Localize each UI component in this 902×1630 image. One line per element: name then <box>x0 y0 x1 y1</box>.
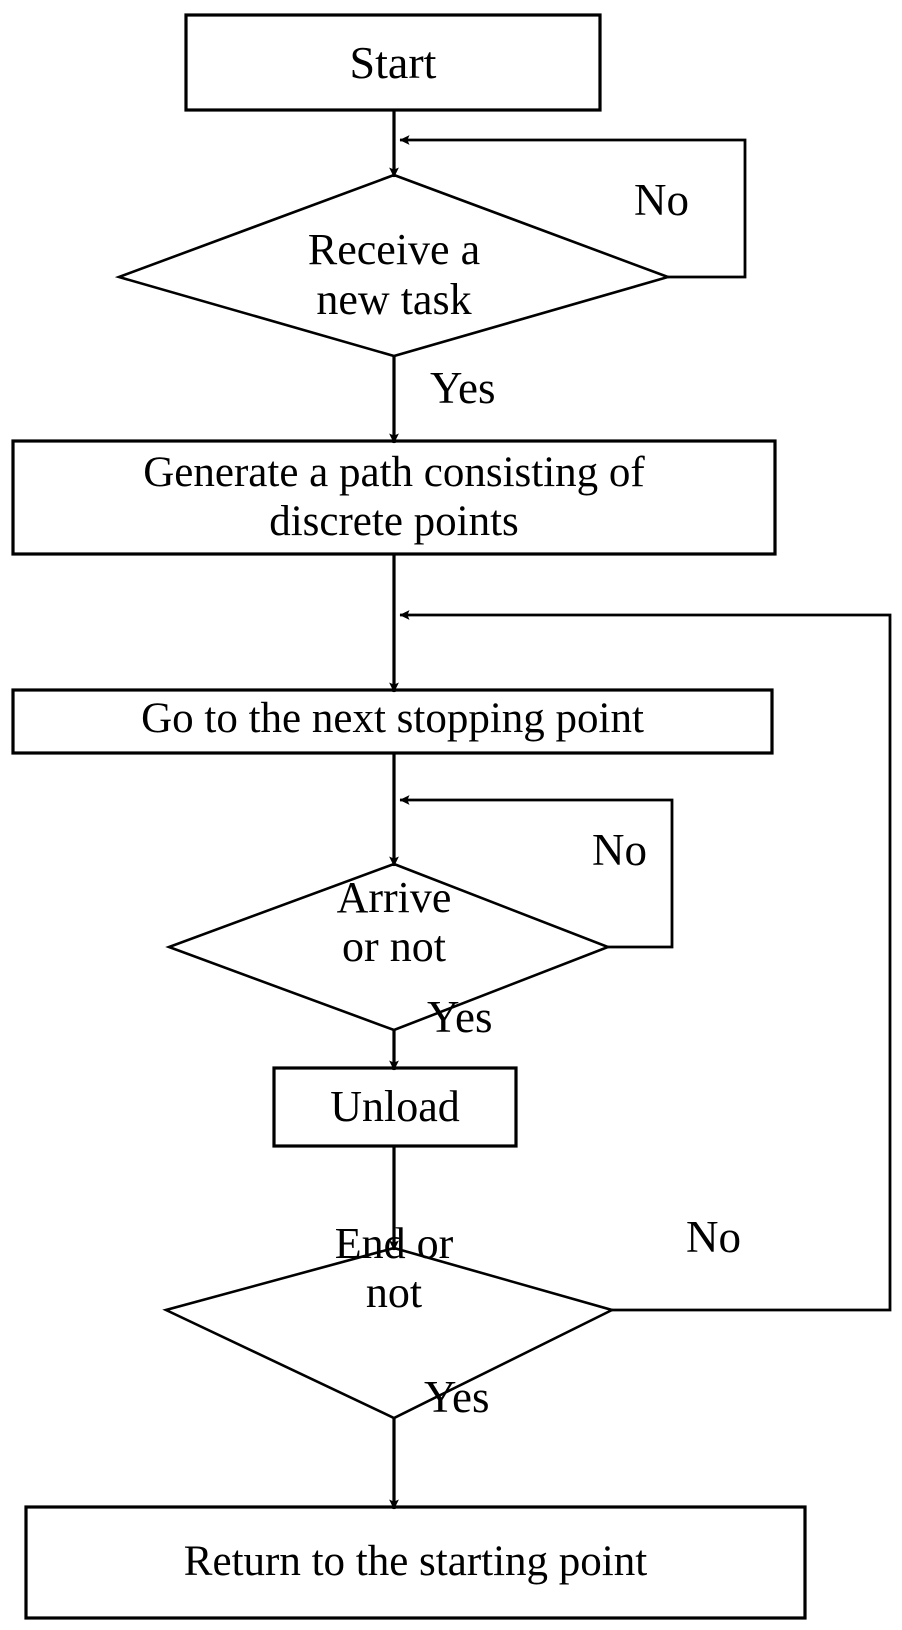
node-shape-end-or-not <box>162 1246 616 1420</box>
node-shape-generate-path <box>11 439 777 556</box>
node-shape-return-start <box>24 1505 807 1620</box>
edge-label-receive-no: No <box>634 175 689 225</box>
node-shape-unload <box>272 1066 518 1148</box>
node-shape-start <box>184 13 602 112</box>
edge-receive-no-loop <box>399 135 747 279</box>
node-shape-receive-task <box>114 173 673 358</box>
edge-end-no-loop <box>399 610 892 1312</box>
edge-label-arrive-yes: Yes <box>427 992 493 1042</box>
edge-label-arrive-no: No <box>592 825 647 875</box>
edge-label-receive-yes: Yes <box>430 363 496 413</box>
node-shape-next-stopping-point <box>11 688 774 755</box>
edge-arrive-no-loop <box>399 795 674 949</box>
edge-label-end-yes: Yes <box>424 1372 490 1422</box>
edge-label-end-no: No <box>686 1212 741 1262</box>
node-shape-arrive-or-not <box>165 862 612 1032</box>
